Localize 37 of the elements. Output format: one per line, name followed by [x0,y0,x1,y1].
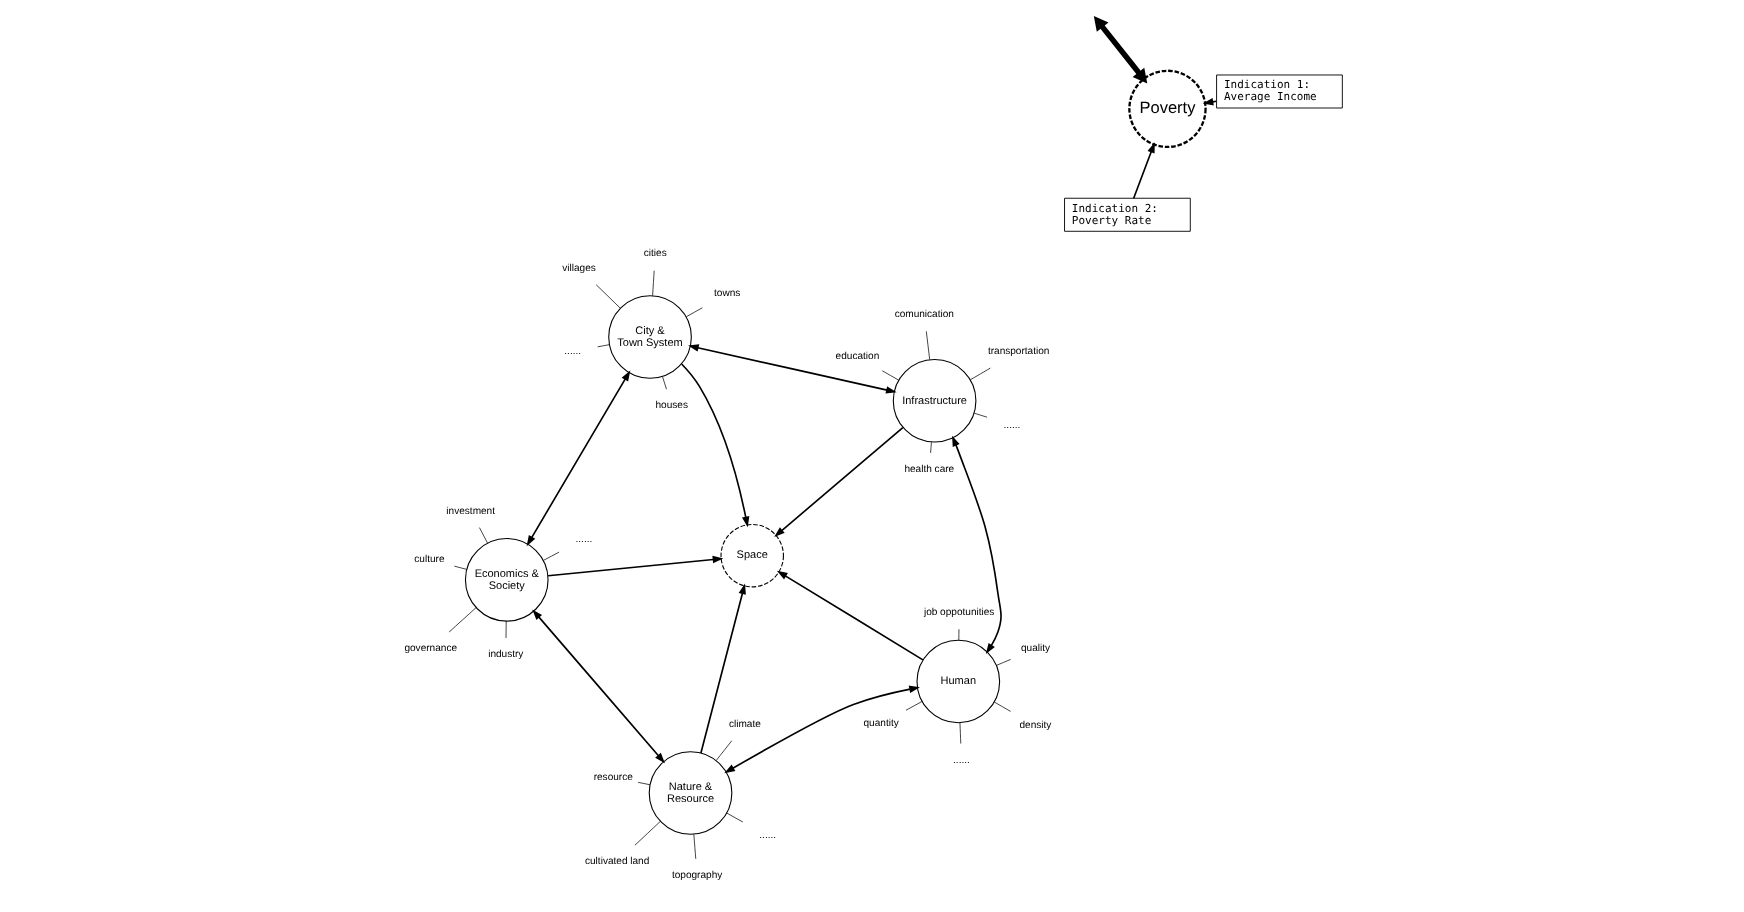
arrow [687,344,896,394]
arrow [525,370,630,547]
connector [504,620,506,639]
connector [725,812,743,823]
connector [993,701,1010,712]
arrow [679,363,749,528]
connector [929,441,931,454]
connector [714,740,732,761]
connector [651,270,654,297]
connector [594,284,620,309]
arrow [775,570,923,661]
connector [596,344,609,348]
arrow [1092,16,1147,84]
connector [685,307,702,318]
arrow [773,426,903,537]
connector [633,821,660,846]
connector [904,701,922,711]
connector [478,527,487,544]
arrow [546,555,723,577]
connector [957,628,959,641]
connector [636,781,650,786]
arrow [1131,142,1154,200]
connector [452,565,467,570]
connector [995,659,1011,666]
connector [972,412,987,418]
connector [661,376,666,390]
connector [969,367,990,381]
connector [447,607,476,633]
connector [880,370,898,381]
arrow [531,609,664,764]
arrow [699,583,745,754]
arrow [723,685,919,774]
arrow [951,435,1001,654]
connector [692,833,696,860]
connector [542,551,559,561]
connector [924,330,930,360]
connector [958,722,961,744]
